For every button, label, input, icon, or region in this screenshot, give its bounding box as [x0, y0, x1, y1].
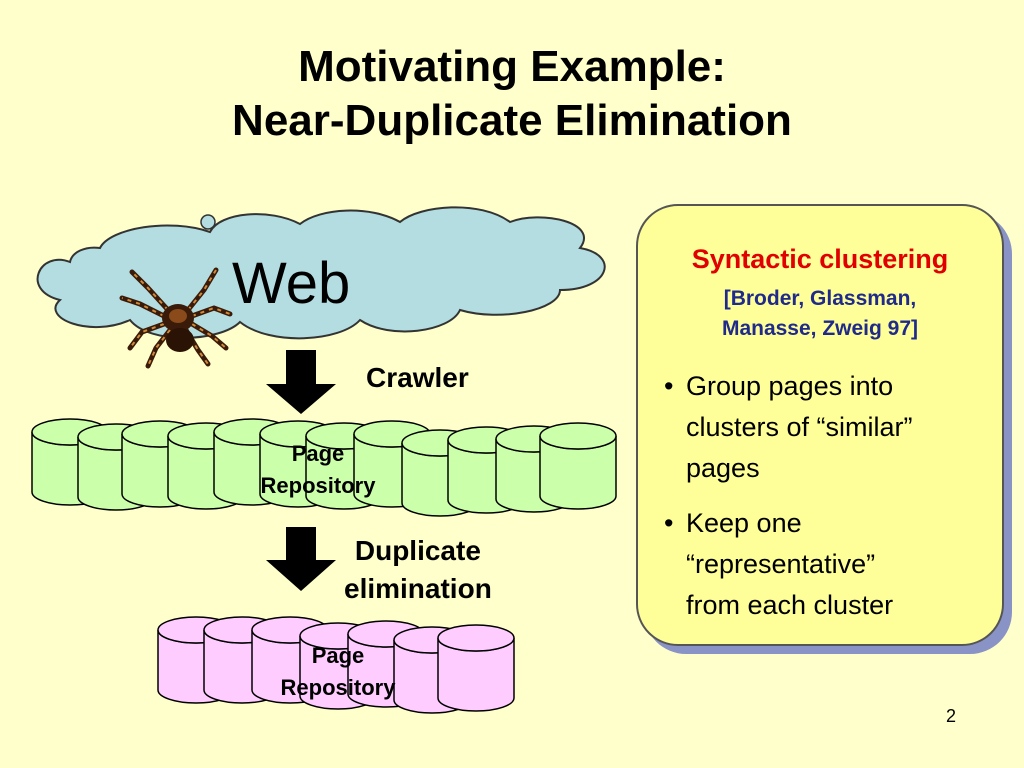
slide-title: Motivating Example: Near-Duplicate Elimi…	[0, 40, 1024, 148]
slide-title-line1: Motivating Example:	[298, 42, 726, 91]
page-repository-label-1: Page Repository	[238, 438, 398, 502]
bullet-line: pages	[686, 453, 760, 483]
citation-line2: Manasse, Zweig 97]	[721, 317, 919, 340]
callout-title: Syntactic clustering	[691, 244, 949, 274]
bullet-marker: •	[664, 508, 674, 538]
callout-citation: [Broder, Glassman, Manasse, Zweig 97]	[638, 284, 1002, 344]
bullet-line: Group pages into	[686, 371, 894, 401]
crawler-label: Crawler	[366, 362, 469, 393]
page-repository-green	[31, 418, 617, 517]
slide-title-line2: Near-Duplicate Elimination	[232, 96, 792, 145]
bullet-marker: •	[664, 371, 674, 401]
bullet-line: “representative”	[686, 549, 876, 579]
cylinder-icon	[539, 422, 617, 510]
repository-line1: Page	[311, 643, 365, 668]
bullet-line: Keep one	[686, 508, 802, 538]
repository-line1: Page	[291, 441, 345, 466]
citation-line1: [Broder, Glassman,	[723, 287, 917, 310]
duplicate-line2: elimination	[344, 573, 492, 604]
callout-bullets: • Group pages into clusters of “similar”…	[664, 366, 994, 640]
repository-line2: Repository	[260, 473, 376, 498]
duplicate-elimination-label: Duplicate elimination	[344, 532, 492, 608]
bullet-item: • Group pages into clusters of “similar”…	[664, 366, 994, 489]
crawler-arrow	[266, 350, 336, 414]
duplicate-line1: Duplicate	[354, 535, 481, 566]
page-repository-pink	[157, 616, 515, 714]
bullet-item: • Keep one “representative” from each cl…	[664, 503, 994, 626]
cylinder-icon	[437, 624, 515, 712]
bullet-line: from each cluster	[686, 590, 894, 620]
spider-icon	[119, 267, 233, 369]
web-label: Web	[232, 251, 351, 316]
page-number: 2	[946, 706, 957, 726]
syntactic-clustering-callout: Syntactic clustering [Broder, Glassman, …	[636, 204, 1004, 646]
repository-line2: Repository	[280, 675, 396, 700]
bullet-line: clusters of “similar”	[686, 412, 913, 442]
page-repository-label-2: Page Repository	[258, 640, 418, 704]
duplicate-elimination-arrow	[266, 527, 336, 591]
